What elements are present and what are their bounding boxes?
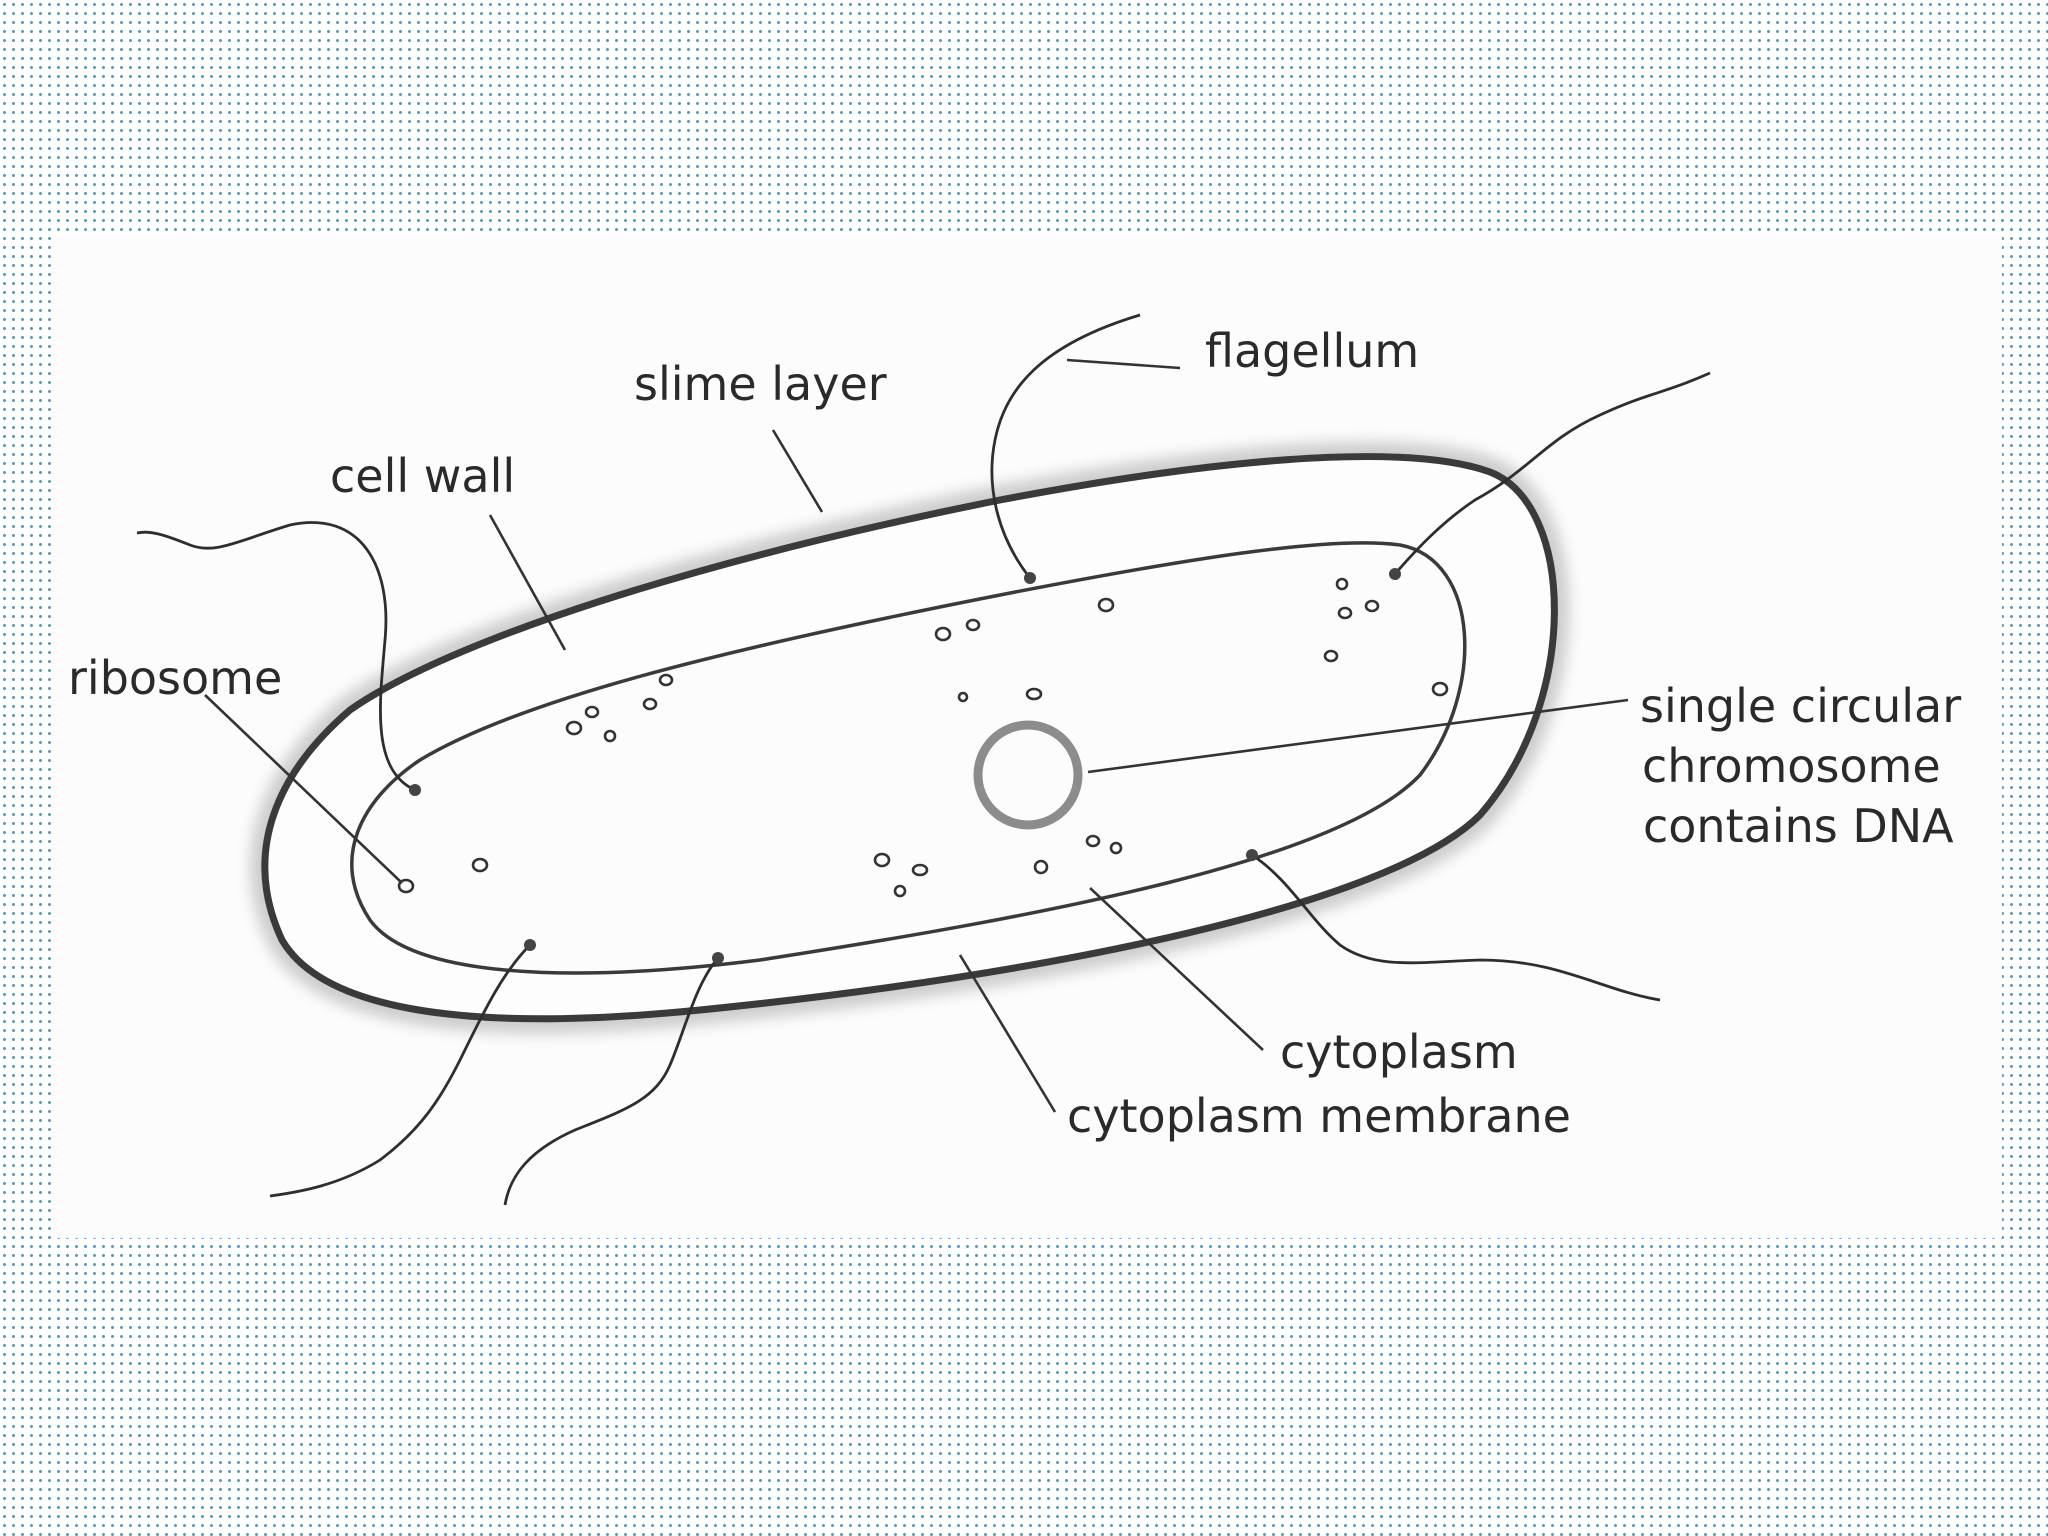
label-chromosome-line1: single circular bbox=[1640, 679, 1961, 733]
slime-layer-leader bbox=[771, 429, 824, 513]
label-ribosome: ribosome bbox=[68, 651, 282, 705]
cytoplasm-membrane-leader bbox=[958, 954, 1057, 1113]
ribosome-group bbox=[397, 577, 1449, 898]
leader-lines bbox=[204, 358, 1629, 1113]
cell-wall-leader bbox=[488, 514, 567, 651]
label-chromosome-line3: contains DNA bbox=[1643, 799, 1954, 853]
cytoplasm-leader bbox=[1089, 887, 1264, 1051]
label-chromosome-line2: chromosome bbox=[1642, 739, 1941, 793]
cytoplasm-membrane-outline bbox=[350, 541, 1467, 975]
flagellum-leader bbox=[1066, 358, 1181, 370]
chromosome-ring bbox=[973, 720, 1083, 830]
flagella-group bbox=[136, 313, 1711, 1206]
label-cell-wall: cell wall bbox=[330, 449, 515, 503]
label-flagellum: flagellum bbox=[1205, 324, 1419, 378]
chromosome-leader bbox=[1087, 698, 1629, 774]
flagella-bases bbox=[409, 568, 1401, 964]
label-cytoplasm-membrane: cytoplasm membrane bbox=[1067, 1089, 1571, 1143]
label-slime-layer: slime layer bbox=[634, 357, 887, 411]
ribosome-leader bbox=[204, 694, 403, 884]
label-cytoplasm: cytoplasm bbox=[1280, 1025, 1518, 1079]
